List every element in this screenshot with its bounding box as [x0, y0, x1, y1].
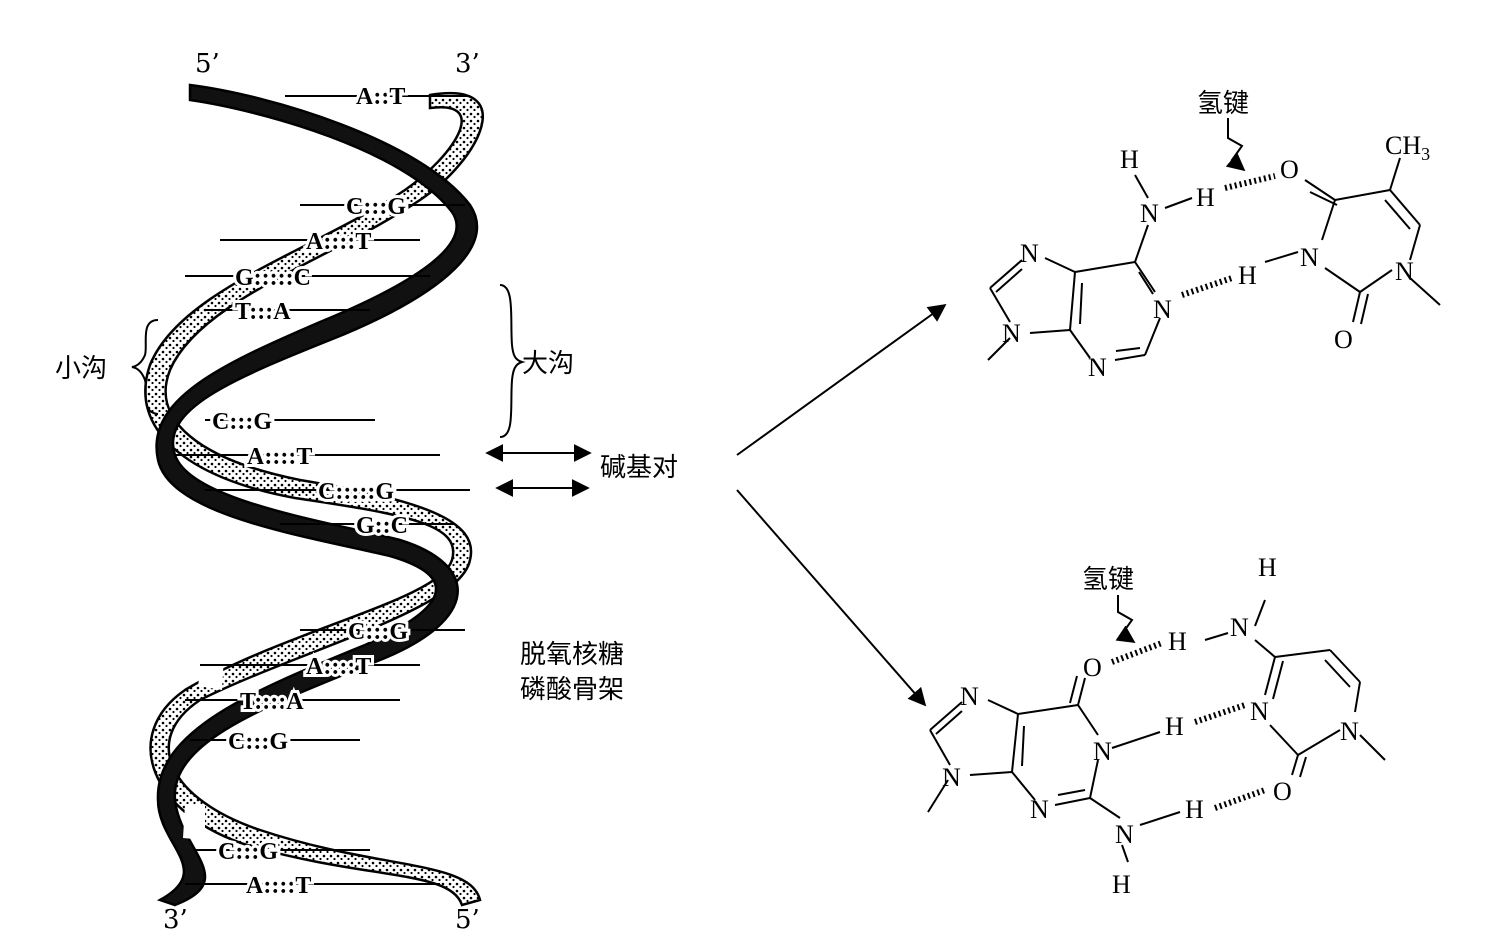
- atom-n: N: [1140, 199, 1159, 228]
- hbond-label-bottom: 氢键: [1082, 565, 1134, 595]
- atom-h: H: [1120, 145, 1139, 174]
- gc-bonds: [927, 599, 1386, 863]
- atom-n: N: [1395, 257, 1414, 286]
- guanine-cytosine-pair: 氢键 N N N N O H N H H H N H N N O: [927, 553, 1386, 899]
- atom-n: N: [1093, 737, 1112, 766]
- base-pair-label-text: 碱基对: [600, 453, 678, 483]
- minor-groove-brace: [131, 319, 159, 415]
- atom-n: N: [1153, 295, 1172, 324]
- atom-n: N: [1115, 820, 1134, 849]
- base-pair-label: C:::::G: [318, 479, 394, 505]
- atom-o: O: [1273, 777, 1292, 806]
- atom-n: N: [1230, 613, 1249, 642]
- atom-h: H: [1165, 712, 1184, 741]
- atom-h: H: [1238, 261, 1257, 290]
- backbone-label-line2: 磷酸骨架: [520, 675, 624, 705]
- atom-h: H: [1185, 795, 1204, 824]
- at-bonds: [987, 157, 1441, 361]
- major-groove-brace: [499, 284, 526, 438]
- base-pair-label: G::C: [356, 513, 408, 539]
- hydrogen-bond: [1213, 787, 1267, 811]
- double-helix: A::T C:::G A::::T G:::::C T:::A C:::G A:…: [55, 49, 678, 935]
- arrow-to-gc-pair: [736, 489, 927, 707]
- strand-end-3prime-bottom: 3’: [163, 905, 188, 935]
- base-pair-label: C:::G: [212, 409, 272, 435]
- base-pair-label: C:::G: [348, 619, 408, 645]
- methyl-group: CH3: [1385, 131, 1430, 164]
- atom-o: O: [1083, 653, 1102, 682]
- base-pair-label: A::::T: [246, 873, 311, 899]
- base-pair-label: T::::A: [240, 689, 304, 715]
- atom-h: H: [1112, 870, 1131, 899]
- atom-h: H: [1168, 627, 1187, 656]
- atom-n: N: [960, 682, 979, 711]
- atom-o: O: [1334, 325, 1353, 354]
- atom-n: N: [1250, 697, 1269, 726]
- hydrogen-bond: [1194, 702, 1246, 725]
- atom-n: N: [1300, 243, 1319, 272]
- strand-end-3prime-top: 3’: [455, 49, 480, 79]
- ribbon-highlight: [198, 215, 225, 270]
- base-pair-labels: A::T C:::G A::::T G:::::C T:::A C:::G A:…: [209, 81, 411, 902]
- minor-groove-label: 小沟: [55, 354, 107, 384]
- hbond-pointer: [1115, 595, 1136, 643]
- atom-h: H: [1258, 553, 1277, 582]
- atom-n: N: [942, 763, 961, 792]
- hbond-pointer: [1225, 118, 1246, 172]
- atom-n: N: [1088, 353, 1107, 382]
- backbone-strand-front: [155, 83, 479, 907]
- strand-end-5prime-bottom: 5’: [455, 905, 480, 935]
- backbone-label-line1: 脱氧核糖: [520, 640, 624, 670]
- hydrogen-bond: [1110, 640, 1164, 665]
- adenine-thymine-pair: 氢键 N N N N N H H O H N N O CH3: [987, 89, 1441, 382]
- base-pair-rungs: [175, 95, 470, 885]
- atom-n: N: [1002, 319, 1021, 348]
- base-pair-label: C:::G: [218, 839, 278, 865]
- base-pair-label: A::::T: [247, 444, 312, 470]
- base-pair-label: A::T: [356, 84, 405, 110]
- ribbon-highlight: [183, 805, 205, 840]
- base-pair-label: T:::A: [235, 299, 291, 325]
- hydrogen-bond: [1181, 275, 1233, 298]
- base-pair-label: A::::T: [306, 654, 371, 680]
- hydrogen-bond: [1224, 173, 1276, 191]
- atom-o: O: [1280, 155, 1299, 184]
- atom-n: N: [1020, 239, 1039, 268]
- base-pair-label: G:::::C: [235, 265, 311, 291]
- major-groove-label: 大沟: [522, 349, 574, 379]
- strand-end-5prime-top: 5’: [195, 49, 220, 79]
- arrow-to-at-pair: [736, 303, 947, 456]
- atom-h: H: [1196, 183, 1215, 212]
- atom-n: N: [1030, 795, 1049, 824]
- hbond-label-top: 氢键: [1197, 89, 1249, 119]
- base-pair-label: A::::T: [306, 229, 371, 255]
- atom-n: N: [1340, 717, 1359, 746]
- base-pair-label: C:::G: [228, 729, 288, 755]
- base-pair-label: C:::G: [346, 194, 406, 220]
